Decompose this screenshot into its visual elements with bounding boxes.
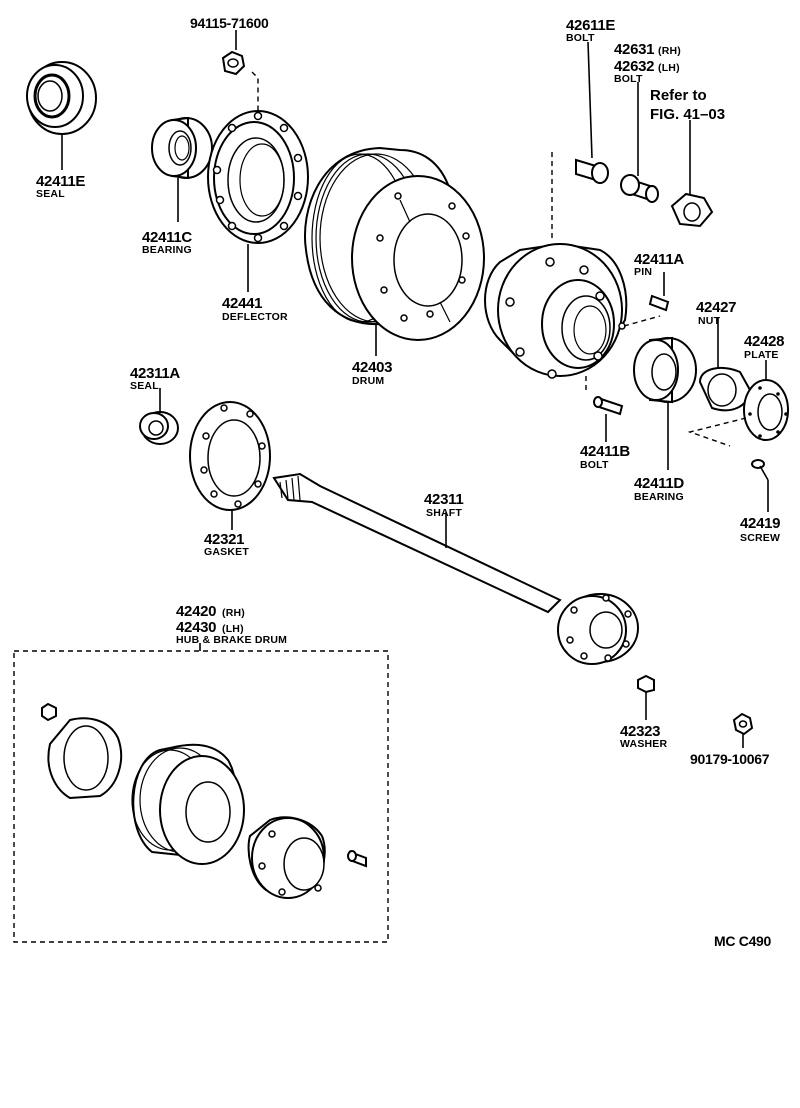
screw-42419-drawing — [751, 459, 769, 481]
labels: 94115-71600 42411E SEAL 42411C BEARING 4… — [36, 15, 785, 949]
label-part-42411C: 42411C — [142, 229, 192, 246]
label-name-pin: PIN — [634, 266, 652, 278]
seal-42311A-drawing — [139, 411, 179, 445]
label-name-drum: DRUM — [352, 375, 384, 387]
label-name-screw: SCREW — [740, 532, 780, 544]
label-side-lh: (LH) — [658, 62, 680, 74]
label-part-42411B: 42411B — [580, 443, 630, 460]
leader-lines — [61, 30, 769, 548]
label-part-42428: 42428 — [744, 333, 784, 350]
plate-42428-drawing — [687, 379, 789, 447]
assembly-box — [13, 643, 389, 943]
label-fig-reference: FIG. 41–03 — [650, 106, 725, 123]
nut-fig-ref-drawing — [670, 192, 714, 228]
label-name-seal-b: SEAL — [130, 380, 159, 392]
pin-42411A-drawing — [648, 294, 670, 312]
label-part-42441: 42441 — [222, 295, 262, 312]
label-name-nut: NUT — [698, 315, 721, 327]
washer-42323-drawing — [637, 674, 655, 720]
label-name-seal: SEAL — [36, 188, 65, 200]
label-part-42311A: 42311A — [130, 365, 180, 382]
shaft-42311-drawing — [272, 472, 639, 665]
bolt-42411B-drawing — [593, 396, 624, 416]
label-part-42411D: 42411D — [634, 475, 684, 492]
label-assembly-42420: 42420 — [176, 603, 216, 620]
bolt-42611E-drawing — [551, 152, 609, 240]
label-part-42311: 42311 — [424, 491, 463, 508]
label-part-42411A: 42411A — [634, 251, 684, 268]
label-part-42427: 42427 — [696, 299, 736, 316]
label-assembly-42430: 42430 — [176, 619, 216, 636]
label-name-washer: WASHER — [620, 738, 668, 750]
label-assembly-side-lh: (LH) — [222, 623, 244, 635]
seal-42411E-drawing — [26, 61, 97, 135]
bearing-42411D-drawing — [633, 336, 697, 404]
label-part-42323: 42323 — [620, 723, 660, 740]
label-part-42632: 42632 — [614, 58, 654, 75]
label-name-bolt-c: BOLT — [580, 459, 609, 471]
figure-code: MC C490 — [714, 933, 772, 949]
nut-90179-10067-drawing — [732, 712, 754, 748]
label-part-42411E: 42411E — [36, 173, 85, 190]
nut-94115-71600-drawing — [221, 50, 259, 118]
label-part-42321: 42321 — [204, 531, 244, 548]
label-part-42631: 42631 — [614, 41, 654, 58]
label-name-bearing-b: BEARING — [634, 491, 684, 503]
label-part-94115-71600: 94115-71600 — [190, 15, 269, 31]
label-name-deflector: DEFLECTOR — [222, 311, 288, 323]
label-refer-to: Refer to — [650, 87, 707, 104]
label-name-shaft: SHAFT — [426, 507, 462, 519]
hub-drawing — [484, 242, 661, 394]
gasket-42321-drawing — [189, 401, 271, 511]
bolt-42631-drawing — [620, 174, 659, 203]
label-part-42403: 42403 — [352, 359, 392, 376]
drum-42403-drawing — [304, 146, 485, 341]
label-assembly-name: HUB & BRAKE DRUM — [176, 634, 287, 646]
label-part-42611E: 42611E — [566, 17, 615, 34]
label-name-bolt-b: BOLT — [614, 73, 643, 85]
label-assembly-side-rh: (RH) — [222, 607, 245, 619]
label-part-90179-10067: 90179-10067 — [690, 751, 770, 767]
label-side-rh: (RH) — [658, 45, 681, 57]
label-part-42419: 42419 — [740, 515, 780, 532]
label-name-gasket: GASKET — [204, 546, 249, 558]
bearing-42411C-drawing — [151, 116, 213, 180]
label-name-bearing: BEARING — [142, 244, 192, 256]
nut-42427-drawing — [698, 366, 752, 412]
label-name-bolt-a: BOLT — [566, 32, 595, 44]
deflector-42441-drawing — [207, 110, 309, 244]
label-name-plate: PLATE — [744, 349, 779, 361]
